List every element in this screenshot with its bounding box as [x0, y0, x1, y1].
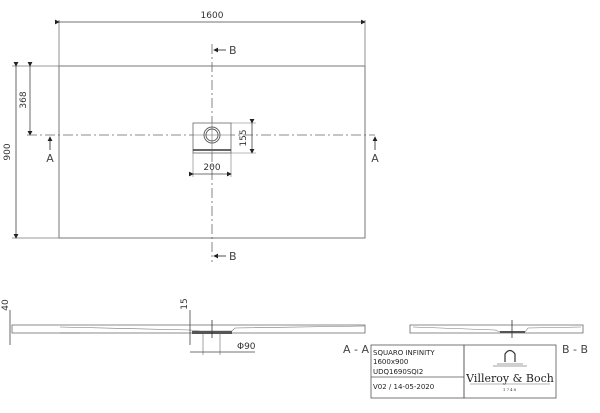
- section-a-a: 40 15 Φ90 A - A: [1, 298, 369, 356]
- section-b-b-label: B - B: [562, 343, 588, 356]
- drain-depth-dimension: 15: [180, 298, 190, 309]
- drain-box: [192, 122, 232, 154]
- height-dimension: 900: [3, 143, 13, 160]
- brand-year: 1748: [503, 387, 517, 392]
- brand-logo-icon: [493, 349, 527, 367]
- plan-view: 1600 900 368 A A B B: [3, 11, 379, 263]
- article-code: UDQ1690SQI2: [373, 368, 423, 376]
- drain-diameter-dimension: Φ90: [237, 342, 256, 352]
- section-a-a-label: A - A: [343, 343, 369, 356]
- width-dimension: 1600: [201, 11, 224, 21]
- section-marker-a-left: A: [46, 152, 54, 165]
- section-marker-b-bottom: B: [229, 250, 237, 263]
- section-b-b: B - B: [409, 320, 588, 356]
- product-size: 1600x900: [373, 358, 408, 366]
- title-block: SQUARO INFINITY 1600x900 UDQ1690SQI2 V02…: [370, 344, 557, 399]
- drain-box-height-dimension: 155: [239, 129, 249, 146]
- drain-offset-dimension: 368: [19, 91, 29, 108]
- drain-box-width-dimension: 200: [203, 163, 220, 173]
- product-name: SQUARO INFINITY: [373, 349, 435, 357]
- tray-height-dimension: 40: [1, 299, 11, 311]
- brand-name: Villeroy & Boch: [465, 372, 554, 385]
- version-date: V02 / 14-05-2020: [373, 383, 434, 391]
- section-marker-b-top: B: [229, 44, 237, 57]
- section-marker-a-right: A: [371, 152, 379, 165]
